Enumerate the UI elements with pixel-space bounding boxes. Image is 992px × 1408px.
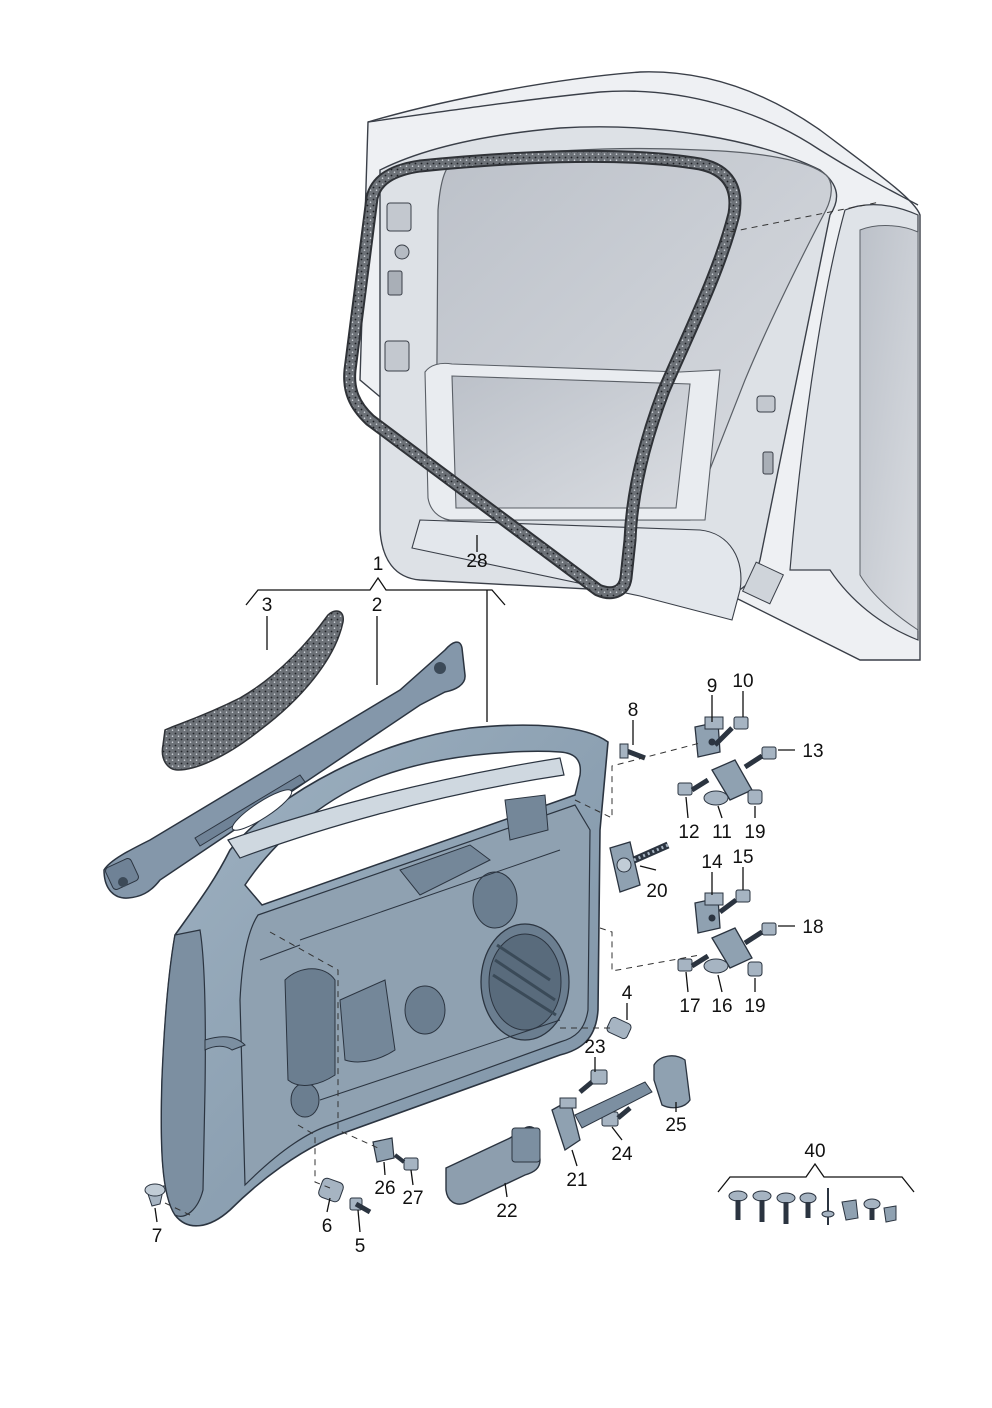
callout-17: 17	[679, 996, 700, 1017]
callout-16: 16	[711, 996, 732, 1017]
lower-hinge-parts-14-16	[694, 892, 763, 977]
callout-25: 25	[665, 1115, 686, 1136]
callout-9: 9	[707, 676, 718, 697]
bolt-18	[743, 922, 777, 946]
bolt-15	[718, 889, 751, 914]
callout-26: 26	[374, 1178, 395, 1199]
clip-part-26	[372, 1137, 395, 1163]
reinforcement-bar-part-2	[103, 641, 466, 899]
callout-21: 21	[566, 1170, 587, 1191]
bolt-5	[349, 1197, 372, 1215]
door-check-strap-part-21	[551, 1081, 653, 1152]
callout-10: 10	[732, 671, 753, 692]
callout-19-upper: 19	[744, 822, 765, 843]
callout-28: 28	[466, 551, 487, 572]
bolt-23	[578, 1069, 608, 1094]
callout-7: 7	[152, 1226, 163, 1247]
bolt-12	[677, 777, 710, 796]
striker-part-20	[609, 841, 670, 893]
bolt-10	[713, 716, 749, 747]
bolt-13	[743, 746, 777, 770]
door-seal-part-28	[343, 149, 742, 600]
callout-4: 4	[622, 983, 633, 1004]
bolt-17	[677, 953, 710, 972]
upper-hinge-parts-9-11	[694, 716, 763, 806]
callout-22: 22	[496, 1201, 517, 1222]
callout-labels: 1 2 3 4 5 6 7 8 9 10 11 12 13 14 15 16 1…	[152, 551, 826, 1257]
callout-18: 18	[802, 917, 823, 938]
callout-2: 2	[372, 595, 383, 616]
callout-27: 27	[402, 1188, 423, 1209]
insulation-pad-part-3	[161, 610, 344, 771]
callout-15: 15	[732, 847, 753, 868]
callout-23: 23	[584, 1037, 605, 1058]
callout-12: 12	[678, 822, 699, 843]
leader-lines	[154, 535, 915, 1233]
callout-6: 6	[322, 1216, 333, 1237]
bracket-part-25	[653, 1055, 691, 1109]
callout-24: 24	[611, 1144, 633, 1165]
callout-19-lower: 19	[744, 996, 765, 1017]
callout-3: 3	[262, 595, 273, 616]
plug-7	[144, 1183, 166, 1207]
callout-14: 14	[701, 852, 723, 873]
callout-20: 20	[646, 881, 667, 902]
bolt-27	[393, 1153, 419, 1171]
bolt-4	[606, 1016, 632, 1040]
callout-13: 13	[802, 741, 823, 762]
callout-11: 11	[712, 822, 732, 843]
bolt-set-part-40	[728, 1188, 897, 1225]
bolts	[144, 716, 777, 1215]
assembly-lines	[164, 201, 881, 1216]
check-strap-cover-part-22	[445, 1126, 541, 1205]
callout-8: 8	[628, 700, 639, 721]
callout-1: 1	[373, 554, 384, 575]
door-shell-part-1	[160, 724, 609, 1227]
bolt-8	[619, 743, 646, 761]
callout-40: 40	[804, 1141, 825, 1162]
callout-5: 5	[355, 1236, 366, 1257]
plug-6	[318, 1177, 344, 1203]
